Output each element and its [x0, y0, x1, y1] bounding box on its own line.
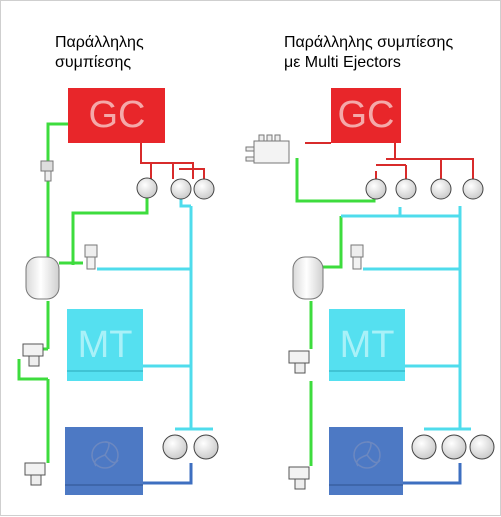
left-lt-valve-icon [24, 462, 46, 486]
left-expansion-valve-icon [40, 160, 54, 182]
left-green-pipes [17, 122, 149, 463]
right-title-line1: Παράλληλης συμπίεσης [284, 34, 454, 51]
compressor-icon [430, 178, 452, 200]
left-red-pipes [140, 143, 205, 179]
compressor-icon [136, 177, 158, 199]
compressor-icon [395, 178, 417, 200]
compressor-icon [469, 434, 495, 460]
right-mt-label: MT [340, 324, 395, 366]
compressor-icon [411, 434, 437, 460]
right-lt-fan-icon [353, 441, 381, 469]
right-panel-title: Παράλληλης συμπίεσης με Multi Ejectors [284, 33, 453, 73]
left-mt-label: MT [78, 324, 133, 366]
left-receiver-icon [25, 256, 60, 300]
left-title-line2: συμπίεσης [55, 54, 132, 71]
compressor-icon [193, 434, 219, 460]
left-blue-pipes [143, 463, 193, 485]
right-panel: GC MT [245, 88, 495, 495]
compressor-icon [162, 434, 188, 460]
left-lt-compressors [162, 434, 219, 460]
right-blue-pipes [403, 463, 462, 485]
right-mt-valve-icon [288, 350, 310, 374]
right-bypass-valve-icon [350, 244, 364, 270]
compressor-icon [441, 434, 467, 460]
left-title-line1: Παράλληλης [55, 34, 144, 51]
left-cyan-pipes [97, 199, 213, 431]
left-gas-cooler [68, 88, 165, 143]
right-gas-cooler [331, 88, 401, 143]
left-panel-title: Παράλληλης συμπίεσης [55, 33, 144, 73]
compressor-icon [462, 178, 484, 200]
right-mt-cabinet [329, 309, 405, 381]
left-parallel-compressors [136, 177, 215, 200]
right-parallel-compressors [365, 178, 484, 200]
compressor-icon [365, 178, 387, 200]
compressor-icon [170, 178, 192, 200]
left-bypass-valve-icon [84, 244, 98, 270]
left-lt-fan-icon [91, 441, 119, 469]
compressor-icon [193, 178, 215, 200]
right-lt-compressors [411, 434, 495, 460]
right-gas-cooler-label: GC [338, 94, 395, 136]
left-panel: GC MT [17, 88, 219, 495]
right-cyan-pipes [341, 206, 471, 431]
multi-ejector-block-icon [245, 134, 290, 164]
left-lt-cabinet [65, 427, 143, 495]
right-red-pipes [305, 142, 474, 179]
right-receiver-icon [292, 256, 324, 300]
left-mt-cabinet [67, 309, 143, 381]
left-gas-cooler-label: GC [89, 94, 146, 136]
left-mt-valve-icon [22, 343, 44, 367]
right-title-line2: με Multi Ejectors [284, 54, 401, 71]
right-lt-cabinet [329, 427, 403, 495]
right-lt-valve-icon [288, 466, 310, 490]
